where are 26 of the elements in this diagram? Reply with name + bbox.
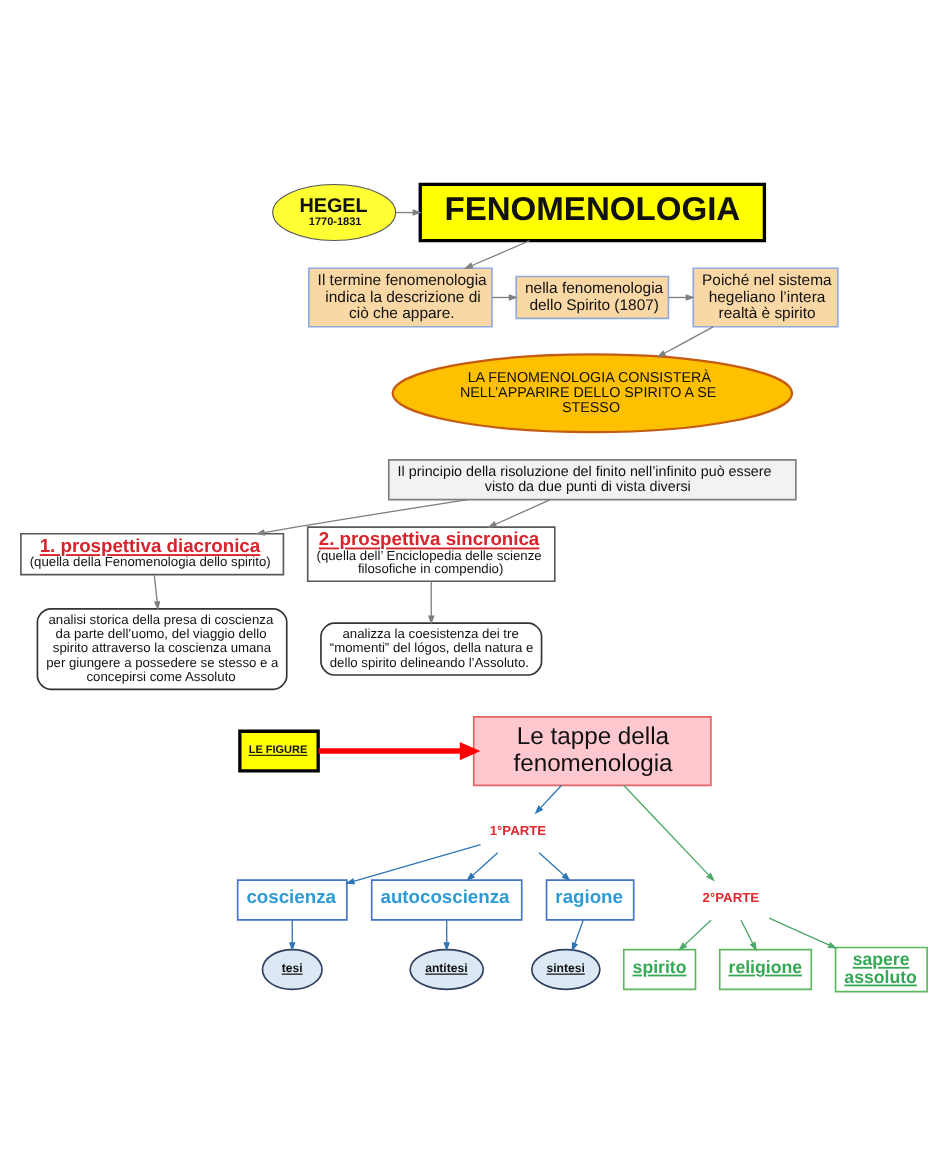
arrow (678, 919, 712, 951)
arrow (487, 498, 552, 528)
arrow (768, 917, 838, 949)
node-box: autocoscienza (370, 879, 523, 921)
arrow (538, 852, 571, 882)
node-box: ragione (545, 879, 635, 921)
node-box: religione (718, 948, 813, 991)
arrow (318, 742, 481, 761)
arrow (463, 240, 531, 270)
arrow (443, 919, 450, 952)
arrow (289, 919, 296, 952)
arrow (153, 574, 161, 611)
node-box: FENOMENOLOGIA (418, 182, 767, 243)
arrow (428, 580, 435, 625)
arrow (656, 326, 714, 358)
arrow (466, 852, 499, 882)
arrow (255, 498, 469, 536)
arrow (623, 784, 715, 882)
arrow (534, 784, 563, 815)
arrow (345, 844, 482, 885)
node-box: sapere assoluto (834, 946, 928, 993)
node-box: spirito (622, 948, 697, 991)
node-box: Le tappe della fenomenologia (472, 716, 712, 787)
arrow (740, 919, 757, 952)
arrow (571, 919, 584, 952)
node-box: coscienza (236, 879, 348, 921)
